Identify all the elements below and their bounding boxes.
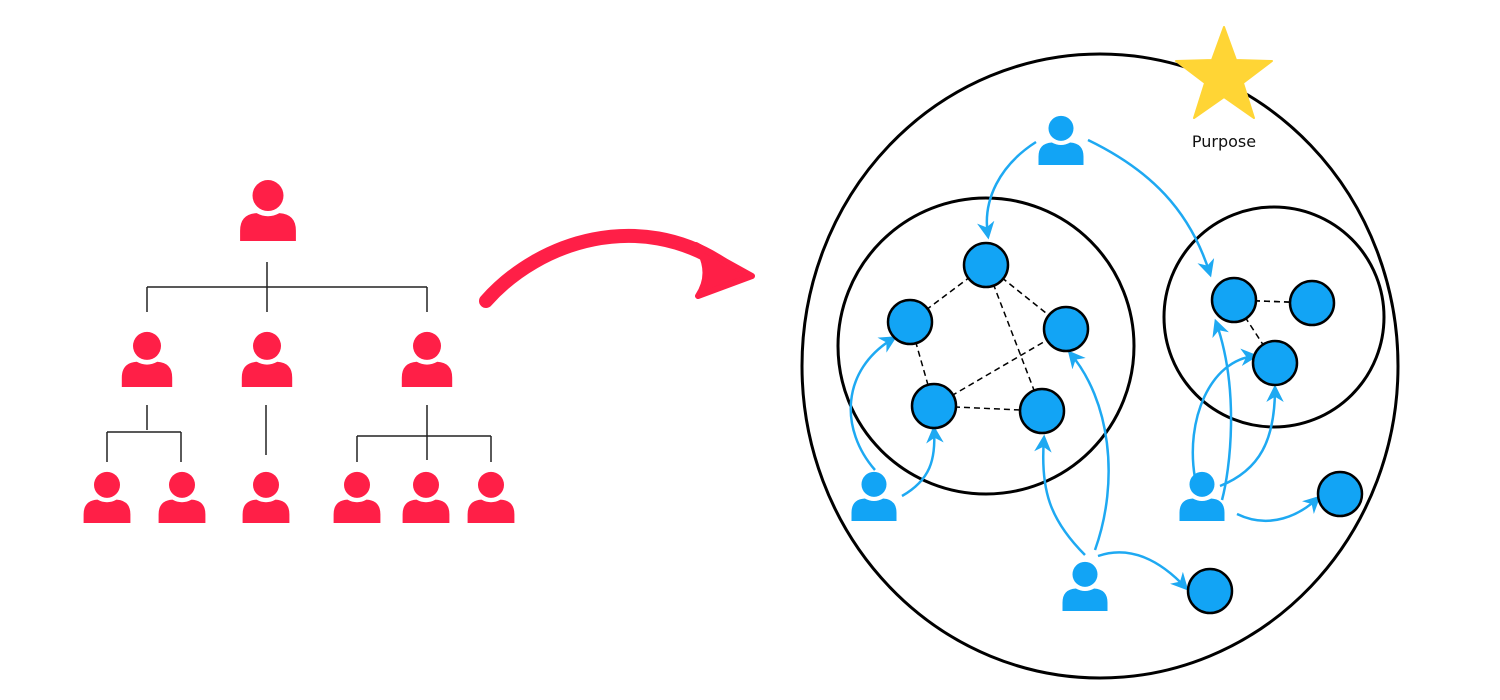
tree-connectors [106, 262, 492, 462]
circle-node [1018, 387, 1066, 435]
circle-node [1186, 567, 1234, 615]
person-icon-bottom-center [1062, 561, 1108, 611]
person-icon-leaf-3 [242, 471, 290, 523]
person-icon-leaf-5 [402, 471, 450, 523]
person-icon-leaf-4 [333, 471, 381, 523]
person-icon-level2-left [121, 331, 173, 387]
purpose-label: Purpose [1192, 132, 1256, 151]
circle-node [1288, 279, 1336, 327]
curved-arrow-icon [479, 228, 755, 308]
outer-boundary-circle [800, 52, 1400, 680]
star-icon [1175, 26, 1273, 119]
person-icon-bottom-left [851, 471, 897, 521]
nodes [886, 241, 1364, 615]
circle-node [962, 241, 1010, 289]
person-icon-leaf-6 [467, 471, 515, 523]
circle-node [1316, 470, 1364, 518]
person-icon-top [1038, 115, 1084, 165]
person-icon-level2-middle [241, 331, 293, 387]
circle-node [1251, 339, 1299, 387]
network-organization: Purpose [800, 26, 1400, 680]
person-icon-root [240, 180, 296, 241]
team-circle-right [1162, 205, 1386, 429]
connection-arrows [849, 138, 1321, 591]
person-icon-bottom-right [1179, 471, 1225, 521]
circle-node [1210, 276, 1258, 324]
person-icon-level2-right [401, 331, 453, 387]
circle-node [886, 298, 934, 346]
circle-node [1042, 305, 1090, 353]
circle-node [910, 382, 958, 430]
team-circle-left [836, 196, 1136, 496]
person-icon-leaf-1 [83, 471, 131, 523]
person-icon-leaf-2 [158, 471, 206, 523]
hierarchy-tree [83, 180, 515, 523]
